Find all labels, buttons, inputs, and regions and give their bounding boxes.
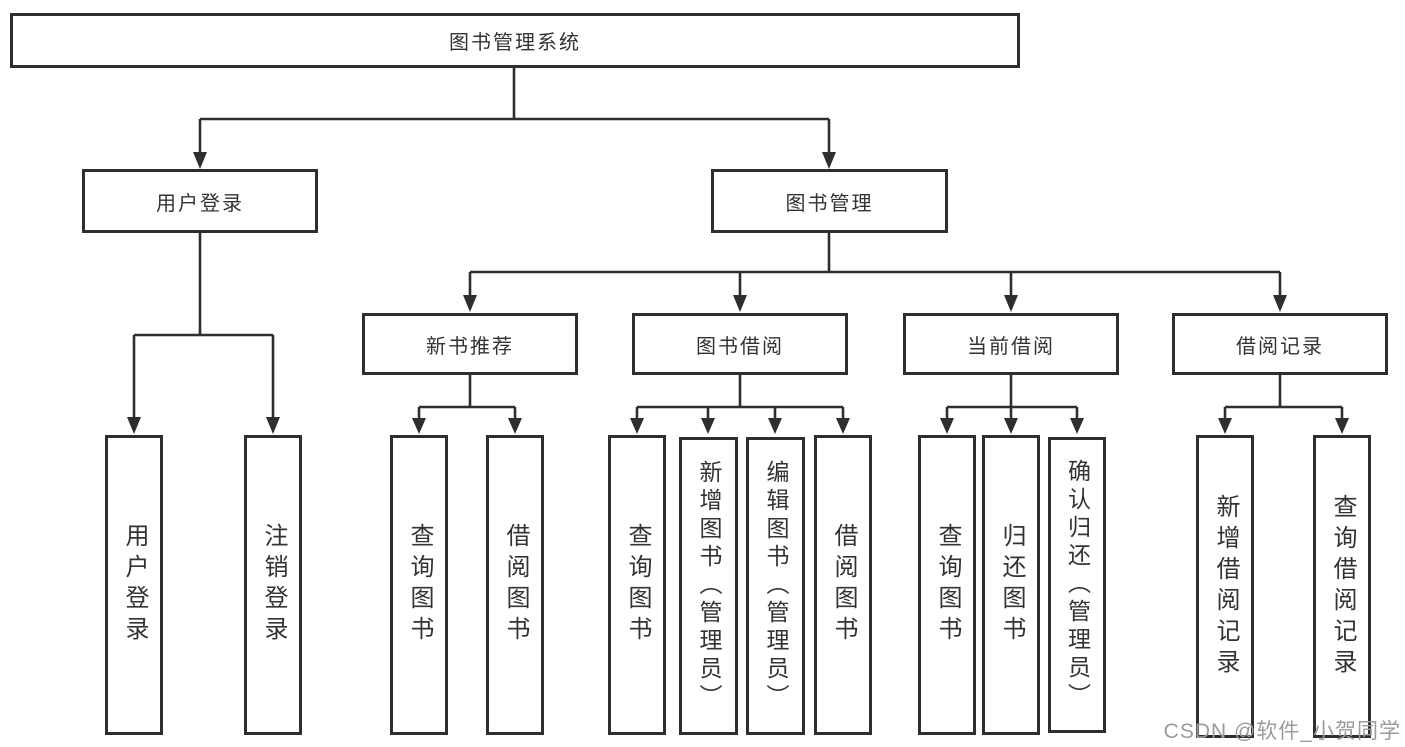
leaf-return-books: 归还图书: [982, 435, 1040, 735]
leaf-logout-label: 注销登录: [260, 523, 287, 647]
node-user-login-label: 用户登录: [156, 192, 244, 215]
leaf-add-borrow-record-label: 新增借阅记录: [1212, 493, 1239, 680]
connector-user-login-to-leaves: [132, 233, 275, 417]
node-book-management-label: 图书管理: [785, 192, 874, 215]
connector-current-borrow-to-leaves: [945, 375, 1079, 419]
connector-root-to-level2: [198, 68, 831, 152]
leaf-borrow-books-label: 借阅图书: [830, 523, 857, 647]
leaf-query-books-borrow: 查询图书: [608, 435, 666, 735]
leaf-query-books-current-label: 查询图书: [934, 523, 961, 647]
node-current-borrow-label: 当前借阅: [967, 335, 1055, 358]
node-current-borrow: 当前借阅: [903, 313, 1119, 375]
connector-book-management-to-level3: [468, 233, 1282, 295]
node-borrow-records: 借阅记录: [1172, 313, 1388, 375]
leaf-borrow-books: 借阅图书: [814, 435, 872, 735]
leaf-add-books-admin: 新增图书（管理员）: [679, 437, 738, 735]
node-book-management: 图书管理: [711, 169, 948, 233]
node-book-borrow-label: 图书借阅: [696, 335, 784, 358]
connector-new-book-recommend-to-leaves: [417, 375, 517, 419]
leaf-query-borrow-record: 查询借阅记录: [1313, 435, 1371, 738]
leaf-query-books-recommend: 查询图书: [390, 435, 448, 735]
node-user-login: 用户登录: [82, 169, 318, 233]
node-new-book-recommend-label: 新书推荐: [426, 335, 514, 358]
leaf-borrow-books-recommend: 借阅图书: [486, 435, 544, 735]
node-root: 图书管理系统: [10, 13, 1020, 68]
node-root-label: 图书管理系统: [449, 32, 581, 54]
leaf-confirm-return-admin-label: 确认归还（管理员）: [1064, 459, 1091, 711]
leaf-query-books-recommend-label: 查询图书: [406, 523, 433, 647]
leaf-query-borrow-record-label: 查询借阅记录: [1329, 493, 1356, 680]
leaf-logout: 注销登录: [244, 435, 302, 735]
leaf-user-login: 用户登录: [105, 435, 163, 735]
leaf-add-borrow-record: 新增借阅记录: [1196, 435, 1254, 738]
leaf-add-books-admin-label: 新增图书（管理员）: [696, 460, 722, 712]
connector-book-borrow-to-leaves: [635, 375, 845, 419]
connector-borrow-records-to-leaves: [1223, 375, 1344, 419]
leaf-query-books-borrow-label: 查询图书: [624, 523, 651, 647]
leaf-borrow-books-recommend-label: 借阅图书: [502, 523, 529, 647]
node-new-book-recommend: 新书推荐: [362, 313, 578, 375]
leaf-user-login-label: 用户登录: [121, 523, 148, 647]
node-book-borrow: 图书借阅: [632, 313, 848, 375]
node-borrow-records-label: 借阅记录: [1236, 335, 1324, 358]
leaf-edit-books-admin: 编辑图书（管理员）: [746, 437, 805, 735]
leaf-confirm-return-admin: 确认归还（管理员）: [1048, 437, 1106, 733]
csdn-watermark: CSDN @软件_小贺同学: [1163, 720, 1401, 743]
leaf-return-books-label: 归还图书: [998, 523, 1025, 647]
leaf-query-books-current: 查询图书: [918, 435, 976, 735]
leaf-edit-books-admin-label: 编辑图书（管理员）: [763, 460, 789, 712]
